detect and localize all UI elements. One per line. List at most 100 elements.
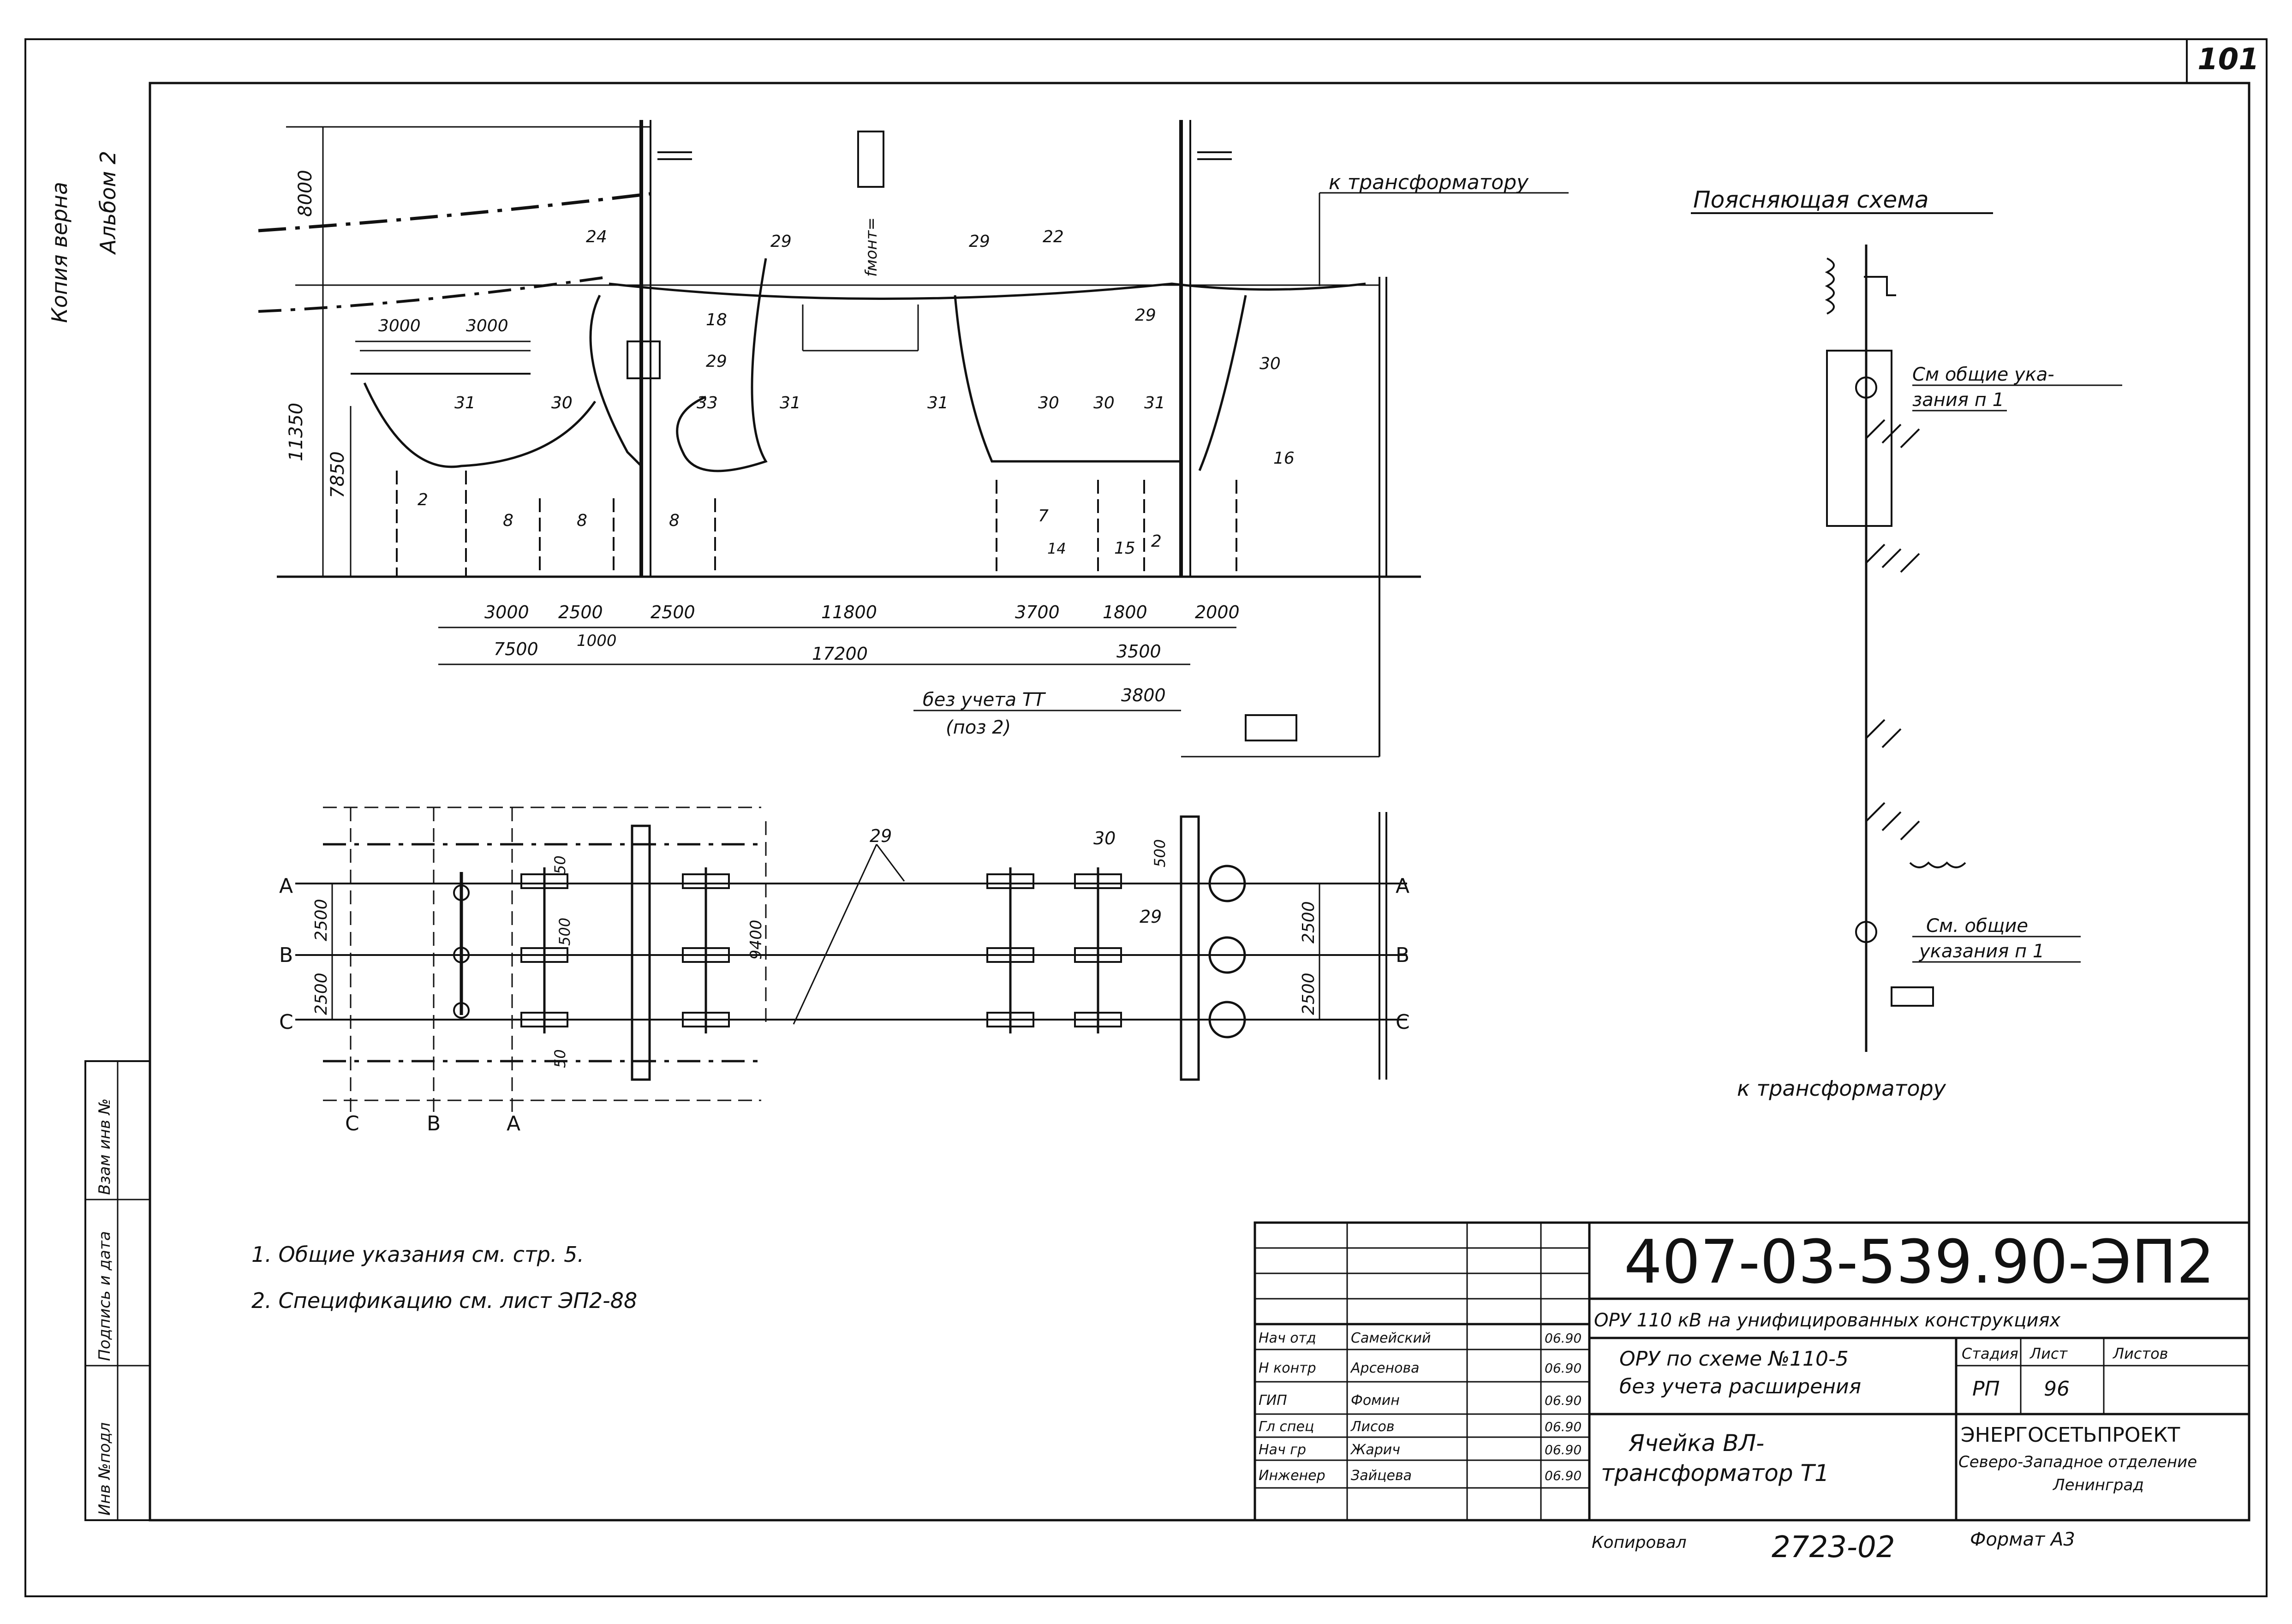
dim-r2-3: 3500 (1116, 641, 1161, 662)
callout: 18 (706, 310, 727, 329)
role-name: Самейский (1351, 1330, 1431, 1346)
role-date: 06.90 (1545, 1442, 1582, 1457)
dim-top-0: 3000 (378, 316, 421, 335)
label-pos2: (поз 2) (946, 717, 1011, 738)
plan-dim-left-0: 2500 (312, 899, 331, 941)
label-fmont: fмонт= (862, 217, 881, 277)
label-without-tt: без учета ТТ (923, 689, 1046, 710)
order-number: 2723-02 (1772, 1530, 1895, 1564)
schematic-bottom-label: к трансформатору (1737, 1076, 1946, 1101)
project-name: ОРУ 110 кВ на унифицированных конструкци… (1594, 1310, 2061, 1331)
dim-r2-1: 1000 (577, 632, 617, 650)
plan-dim-50-top: 50 (551, 855, 569, 874)
stage-label: Стадия (1962, 1345, 2018, 1362)
org-name: ЭНЕРГОСЕТЬПРОЕКТ (1961, 1423, 2180, 1447)
schematic-note2-line1: См. общие (1926, 915, 2028, 937)
callout: 31 (454, 394, 476, 412)
callout: 30 (551, 394, 573, 412)
callout: 30 (1259, 354, 1281, 373)
scheme-line1: ОРУ по схеме №110-5 (1619, 1347, 1849, 1371)
callout: 22 (1043, 227, 1064, 246)
plan-dim-left-1: 2500 (312, 973, 331, 1015)
callout: 2 (1151, 532, 1162, 551)
plan-dim-right-0: 2500 (1299, 901, 1318, 943)
callout: 33 (697, 394, 718, 412)
role-date: 06.90 (1545, 1419, 1582, 1434)
callout: 31 (927, 394, 949, 412)
plan-view: A B C A B C C B A 2500 2500 2500 2500 50… (279, 806, 1410, 1135)
bottom-letter-b: B (427, 1112, 441, 1135)
phase-left-c: C (279, 1010, 293, 1034)
dim-r1-1: 2500 (558, 602, 603, 622)
callout: 29 (969, 232, 990, 251)
org-city: Ленинград (2052, 1476, 2144, 1494)
format: Формат А3 (1970, 1529, 2075, 1550)
stamp-replace-inv: Взам инв № (96, 1099, 114, 1195)
dims-row2: 7500 1000 17200 3500 (494, 632, 1161, 664)
callout: 16 (1273, 449, 1295, 468)
phase-right-c: C (1396, 1010, 1410, 1034)
title-block: 407-03-539.90-ЭП2 ОРУ 110 кВ на унифицир… (1253, 1221, 2250, 1522)
drawing-name-line1: Ячейка ВЛ- (1628, 1430, 1764, 1457)
plan-callout-29b: 29 (1140, 907, 1162, 927)
drawing-name-line2: трансформатор Т1 (1601, 1460, 1829, 1487)
role-name: Жарич (1350, 1442, 1400, 1458)
role: Н контр (1259, 1360, 1316, 1376)
dim-r2-2: 17200 (812, 644, 868, 664)
role-name: Фомин (1351, 1392, 1400, 1409)
note-1: 1. Общие указания см. стр. 5. (251, 1242, 584, 1267)
schematic-title: Поясняющая схема (1693, 186, 1929, 213)
schematic-note1-line2: зания п 1 (1912, 389, 2004, 411)
dim-r1-0: 3000 (484, 602, 529, 622)
role-name: Лисов (1350, 1419, 1395, 1435)
dim-r1-4: 3700 (1015, 602, 1060, 622)
bottom-letter-c: C (345, 1112, 359, 1135)
explanatory-schematic: Поясняющая схема См общие ука- зания п 1… (1691, 186, 2122, 1101)
role-date: 06.90 (1545, 1361, 1582, 1376)
plan-dim-50-bottom: 50 (551, 1049, 569, 1068)
plan-dim-9400: 9400 (747, 919, 765, 960)
sheet-number: 101 (2197, 42, 2259, 77)
height-7850: 7850 (327, 451, 348, 498)
phase-right-a: A (1396, 874, 1409, 898)
callout: 29 (770, 232, 792, 251)
sheet-label: Лист (2029, 1345, 2068, 1362)
callout: 15 (1114, 539, 1135, 558)
plan-dim-500-b: 500 (1151, 839, 1169, 867)
dim-top-1: 3000 (466, 316, 508, 335)
callout: 14 (1047, 540, 1066, 557)
elevation-callouts: 24 29 18 29 30 31 30 33 31 2 8 8 8 29 22… (418, 227, 1295, 558)
callout: 30 (551, 394, 573, 412)
plan-callout-30: 30 (1093, 828, 1116, 848)
org-branch: Северо-Западное отделение (1958, 1453, 2197, 1471)
sheets-label: Листов (2113, 1345, 2168, 1362)
callout: 29 (706, 352, 727, 371)
role: Инженер (1259, 1468, 1325, 1484)
callout: 31 (780, 394, 801, 412)
role: Нач гр (1259, 1442, 1306, 1458)
role-date: 06.90 (1545, 1331, 1582, 1346)
callout: 7 (1038, 507, 1049, 525)
doc-code: 407-03-539.90-ЭП2 (1624, 1227, 2214, 1297)
height-11350: 11350 (286, 403, 307, 461)
stamp-signature-date: Подпись и дата (96, 1231, 114, 1361)
callout: 8 (503, 511, 513, 530)
callout: 8 (669, 511, 680, 530)
note-2: 2. Спецификацию см. лист ЭП2-88 (251, 1288, 637, 1313)
dim-r1-3: 11800 (821, 602, 877, 622)
height-8000: 8000 (295, 170, 316, 217)
dim-r1-2: 2500 (651, 602, 695, 622)
dim-r1-5: 1800 (1103, 602, 1147, 622)
role-date: 06.90 (1545, 1468, 1582, 1483)
role-date: 06.90 (1545, 1393, 1582, 1408)
callout: 30 (1038, 394, 1059, 412)
role: Гл спец (1259, 1419, 1314, 1435)
album-note: Альбом 2 (96, 151, 120, 255)
phase-left-a: A (279, 874, 293, 898)
callout: 30 (1093, 394, 1115, 412)
role-name: Зайцева (1351, 1468, 1412, 1484)
plan-dim-right-1: 2500 (1299, 973, 1318, 1015)
dims-row1: 3000 2500 2500 11800 3700 1800 2000 (484, 602, 1240, 622)
